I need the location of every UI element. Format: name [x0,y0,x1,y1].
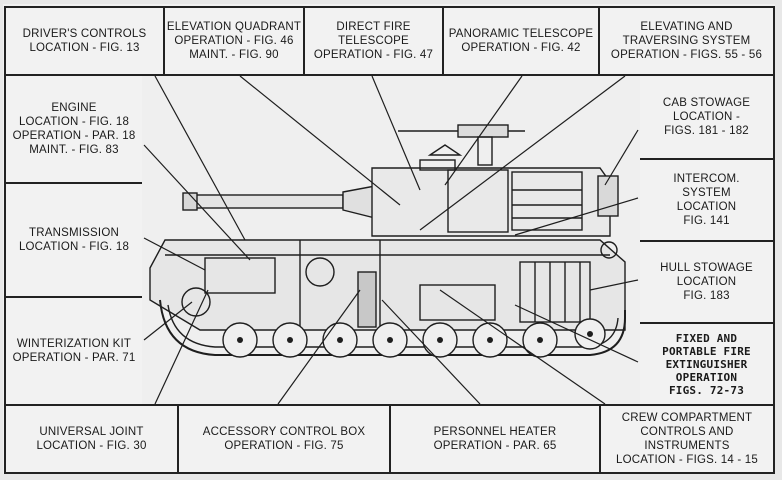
callout-direct-fire-telescope: DIRECT FIRE TELESCOPE OPERATION - FIG. 4… [303,6,444,76]
callout-line: FIG. 183 [683,290,730,302]
callout-crew-compartment: CREW COMPARTMENT CONTROLS AND INSTRUMENT… [599,404,775,474]
callout-winterization-kit: WINTERIZATION KIT OPERATION - PAR. 71 [4,296,144,406]
callout-line: OPERATION - FIGS. 55 - 56 [610,49,763,61]
callout-line: PANORAMIC TELESCOPE [448,28,594,40]
callout-personnel-heater: PERSONNEL HEATER OPERATION - PAR. 65 [389,404,601,474]
callout-cab-stowage: CAB STOWAGE LOCATION - FIGS. 181 - 182 [638,74,775,160]
callout-line: DRIVER'S CONTROLS [22,28,147,40]
callout-line: HULL STOWAGE [660,262,753,274]
callout-line: INTERCOM. [673,173,740,185]
callout-line: ELEVATING AND [640,21,733,33]
callout-line: EXTINGUISHER [665,357,748,371]
callout-line: OPERATION - PAR. 18 [12,130,136,142]
callout-panoramic-telescope: PANORAMIC TELESCOPE OPERATION - FIG. 42 [442,6,600,76]
callout-universal-joint: UNIVERSAL JOINT LOCATION - FIG. 30 [4,404,179,474]
callout-line: LOCATION - FIG. 18 [18,116,130,128]
callout-line: LOCATION - FIG. 18 [18,241,130,253]
callout-line: OPERATION - PAR. 65 [433,440,557,452]
callout-line: ENGINE [51,102,97,114]
vehicle-cutaway-drawing [142,76,640,404]
callout-line: LOCATION - FIGS. 14 - 15 [616,454,758,466]
callout-line: LOCATION - FIG. 30 [36,440,147,452]
callout-line: CONTROLS AND [640,426,734,438]
callout-line: DIRECT FIRE [336,21,411,33]
callout-line: OPERATION - PAR. 71 [12,352,136,364]
callout-line: FIGS. 181 - 182 [664,125,749,137]
callout-line: TRAVERSING SYSTEM [622,35,751,47]
callout-line: MAINT. - FIG. 90 [189,49,279,61]
callout-line: FIGS. 72-73 [668,383,745,397]
callout-elevating-traversing: ELEVATING AND TRAVERSING SYSTEM OPERATIO… [598,6,775,76]
callout-line: TELESCOPE [338,35,409,47]
callout-line: INSTRUMENTS [644,440,730,452]
callout-line: CREW COMPARTMENT [621,412,753,424]
callout-line: PORTABLE FIRE [662,344,751,358]
callout-line: WINTERIZATION KIT [16,338,132,350]
callout-hull-stowage: HULL STOWAGE LOCATION FIG. 183 [638,240,775,324]
callout-line: UNIVERSAL JOINT [39,426,144,438]
callout-transmission: TRANSMISSION LOCATION - FIG. 18 [4,182,144,298]
callout-line: PERSONNEL HEATER [433,426,557,438]
callout-line: SYSTEM [682,187,731,199]
callout-line: OPERATION - FIG. 46 [174,35,294,47]
callout-line: OPERATION - FIG. 47 [313,49,434,61]
callout-line: ELEVATION QUADRANT [166,21,302,33]
callout-fire-extinguisher: FIXED AND PORTABLE FIRE EXTINGUISHER OPE… [638,322,775,406]
callout-line: OPERATION - FIG. 42 [461,42,581,54]
callout-line: LOCATION [676,276,737,288]
callout-line: CAB STOWAGE [662,97,751,109]
callout-engine: ENGINE LOCATION - FIG. 18 OPERATION - PA… [4,74,144,184]
callout-line: OPERATION [675,370,738,384]
callout-accessory-control-box: ACCESSORY CONTROL BOX OPERATION - FIG. 7… [177,404,391,474]
callout-drivers-controls: DRIVER'S CONTROLS LOCATION - FIG. 13 [4,6,165,76]
callout-line: TRANSMISSION [29,227,119,239]
callout-line: LOCATION [676,201,737,213]
callout-elevation-quadrant: ELEVATION QUADRANT OPERATION - FIG. 46 M… [163,6,305,76]
callout-line: LOCATION - FIG. 13 [29,42,140,54]
callout-line: OPERATION - FIG. 75 [224,440,344,452]
callout-line: FIG. 141 [683,215,730,227]
callout-line: ACCESSORY CONTROL BOX [202,426,366,438]
callout-intercom-system: INTERCOM. SYSTEM LOCATION FIG. 141 [638,158,775,242]
callout-line: LOCATION - [673,111,740,123]
callout-line: FIXED AND [675,331,738,345]
callout-line: MAINT. - FIG. 83 [29,144,119,156]
